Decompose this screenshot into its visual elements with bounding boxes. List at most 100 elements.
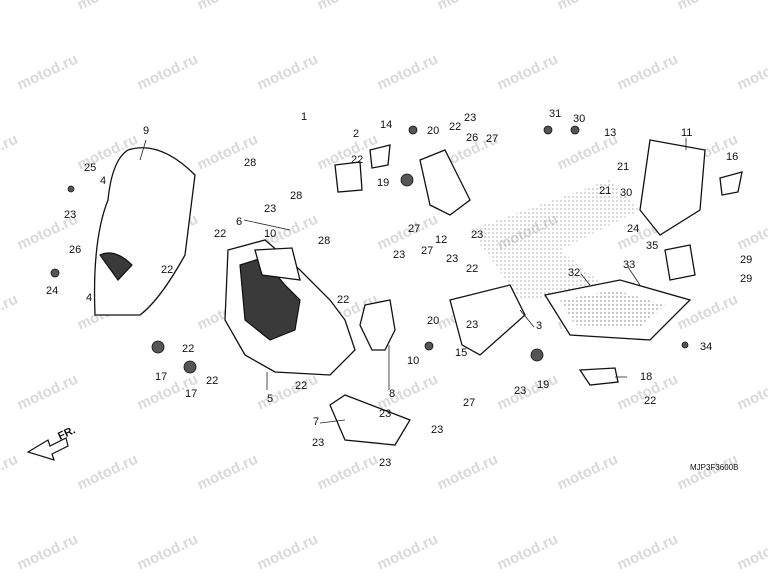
callout-number: 26 <box>466 132 478 144</box>
watermark-text: motod.ru <box>15 51 81 94</box>
callout-number: 17 <box>185 388 197 400</box>
callout-number: 23 <box>446 253 458 265</box>
callout-number: 16 <box>726 151 738 163</box>
callout-number: 22 <box>161 264 173 276</box>
bolt-34 <box>681 341 689 349</box>
stay-plate <box>664 244 696 281</box>
watermark-text: motod.ru <box>0 131 21 174</box>
callout-number: 14 <box>380 119 392 131</box>
callout-number: 28 <box>244 157 256 169</box>
callout-number: 22 <box>337 294 349 306</box>
watermark-text: motod.ru <box>135 51 201 94</box>
callout-number: 29 <box>740 254 752 266</box>
nut-20b <box>424 341 434 351</box>
callout-number: 22 <box>466 263 478 275</box>
watermark-text: motod.ru <box>195 0 261 14</box>
callout-number: 23 <box>379 457 391 469</box>
callout-number: 23 <box>393 249 405 261</box>
meter-stay <box>639 139 706 236</box>
meter-visor <box>254 247 301 281</box>
callout-number: 4 <box>100 175 106 187</box>
callout-number: 30 <box>573 113 585 125</box>
watermark-text: motod.ru <box>255 531 321 574</box>
bracket-18 <box>578 367 619 386</box>
callout-number: 29 <box>740 273 752 285</box>
watermark-text: motod.ru <box>255 51 321 94</box>
callout-number: 23 <box>264 203 276 215</box>
callout-number: 21 <box>617 161 629 173</box>
watermark-text: motod.ru <box>435 451 501 494</box>
watermark-text: motod.ru <box>435 0 501 14</box>
callout-number: 28 <box>318 235 330 247</box>
watermark-text: motod.ru <box>495 371 561 414</box>
callout-number: 8 <box>389 388 395 400</box>
watermark-text: motod.ru <box>315 0 381 14</box>
callout-number: 27 <box>408 223 420 235</box>
panel-texture <box>560 290 665 328</box>
callout-number: 27 <box>421 245 433 257</box>
grommet-17b <box>183 360 197 374</box>
watermark-text: motod.ru <box>735 211 768 254</box>
callout-number: 19 <box>377 177 389 189</box>
callout-number: 33 <box>623 259 635 271</box>
callout-number: 27 <box>486 133 498 145</box>
callout-number: 1 <box>301 111 307 123</box>
callout-labels: 1234456789101011121314151617171819192020… <box>46 108 752 469</box>
watermark-text: motod.ru <box>255 371 321 414</box>
watermark-text: motod.ru <box>135 531 201 574</box>
callout-number: 23 <box>379 408 391 420</box>
watermark-text: motod.ru <box>675 291 741 334</box>
logo-dot-pattern <box>470 180 640 300</box>
callout-number: 23 <box>464 112 476 124</box>
callout-number: 34 <box>700 341 712 353</box>
callout-number: 23 <box>514 385 526 397</box>
lock-assembly <box>334 161 363 193</box>
callout-number: 6 <box>236 216 242 228</box>
callout-number: 2 <box>353 128 359 140</box>
windscreen-tint <box>99 252 133 281</box>
callout-number: 22 <box>295 380 307 392</box>
diagram-code: MJP3F3600B <box>690 463 738 472</box>
callout-number: 22 <box>206 375 218 387</box>
callout-number: 19 <box>537 379 549 391</box>
callout-number: 3 <box>536 320 542 332</box>
watermark-text: motod.ru <box>15 371 81 414</box>
bolt-30 <box>570 125 580 135</box>
callout-number: 11 <box>681 127 692 139</box>
windscreen <box>93 147 196 316</box>
callout-number: 10 <box>407 355 419 367</box>
watermark-text: motod.ru <box>0 451 21 494</box>
watermark-text: motod.ru <box>555 451 621 494</box>
bracket-16 <box>719 171 743 196</box>
leader-lines <box>139 138 687 424</box>
watermark-text: motod.ru <box>675 451 741 494</box>
bolt-24b <box>50 268 60 278</box>
callout-number: 24 <box>46 285 58 297</box>
callout-number: 23 <box>312 437 324 449</box>
upper-stay <box>419 149 471 216</box>
watermark-text: motod.ru <box>495 531 561 574</box>
watermark-text: motod.ru <box>0 0 21 14</box>
callout-number: 27 <box>463 397 475 409</box>
watermark-text: motod.ru <box>735 371 768 414</box>
callout-number: 23 <box>466 319 478 331</box>
bracket-14 <box>369 144 391 169</box>
watermark-text: motod.ru <box>375 51 441 94</box>
callout-number: 20 <box>427 315 439 327</box>
watermark-text: motod.ru <box>675 0 741 14</box>
lower-panel <box>329 394 411 446</box>
watermark-text: motod.ru <box>375 531 441 574</box>
callout-number: 23 <box>471 229 483 241</box>
callout-number: 10 <box>264 228 276 240</box>
watermark-text: motod.ru <box>15 531 81 574</box>
callout-number: 32 <box>568 267 580 279</box>
callout-number: 22 <box>449 121 461 133</box>
bolt-31 <box>543 125 553 135</box>
callout-number: 30 <box>620 187 632 199</box>
callout-number: 23 <box>431 424 443 436</box>
nut-20a <box>408 125 418 135</box>
callout-number: 21 <box>599 185 611 197</box>
grommet-19a <box>400 173 414 187</box>
callout-number: 31 <box>549 108 561 120</box>
